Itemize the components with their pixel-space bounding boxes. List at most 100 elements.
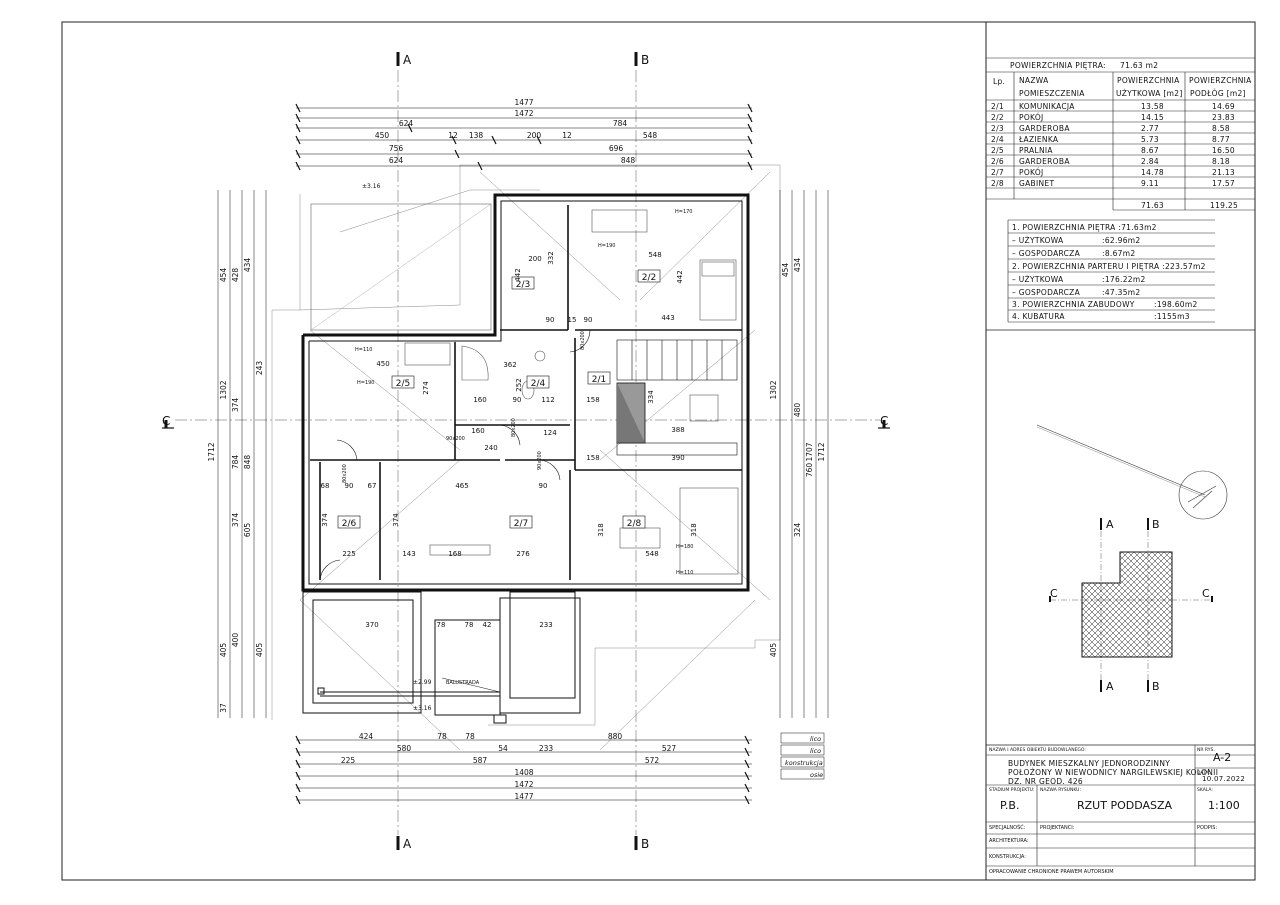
- dim-bottom-2: 78: [437, 732, 447, 741]
- row-lp: 2/1: [991, 102, 1004, 111]
- key-plan-c-left: C: [1050, 587, 1058, 600]
- dim-bottom-5: 580: [397, 744, 412, 753]
- dim-top-4: 784: [613, 119, 628, 128]
- dim-top-14: 848: [621, 156, 636, 165]
- row-floor: 21.13: [1212, 168, 1235, 177]
- row-usable: 14.78: [1141, 168, 1164, 177]
- inner-dim-29: 90: [539, 482, 548, 490]
- inner-dim-6: 443: [661, 314, 674, 322]
- object-line-3: DZ. NR GEOD. 426: [1008, 777, 1083, 786]
- summary-line: 1. POWIERZCHNIA PIĘTRA :71.63m2: [1012, 223, 1157, 232]
- construction-label: KONSTRUKCJA:: [989, 854, 1026, 860]
- summary-line: – UŻYTKOWA: [1012, 236, 1064, 245]
- height-label-4: H=190: [357, 380, 375, 386]
- dim-top-10: 548: [643, 131, 658, 140]
- inner-dim-41: 78: [465, 621, 474, 629]
- dim-left-10: 605: [243, 523, 252, 538]
- dim-top-9: 12: [562, 131, 572, 140]
- axis-label-a-bottom: A: [403, 837, 412, 851]
- dim-top-2: 1472: [514, 109, 533, 118]
- inner-dim-39: 370: [365, 621, 378, 629]
- inner-dim-26: 90: [345, 482, 354, 490]
- row-floor: 17.57: [1212, 179, 1235, 188]
- summary-line: – GOSPODARCZA: [1012, 288, 1081, 297]
- object-line-2: POŁOŻONY W NIEWODNICY NARGILEWSKIEJ KOLO…: [1008, 768, 1219, 777]
- dim-right-3: 1712: [817, 442, 826, 461]
- inner-dim-24: 390: [671, 454, 684, 462]
- key-plan-b-bottom: B: [1152, 680, 1160, 693]
- row-name: GARDEROBA: [1019, 157, 1070, 166]
- header-usable-2: UŻYTKOWA [m2]: [1116, 89, 1183, 98]
- dim-right-8: 324: [793, 523, 802, 538]
- key-plan: A B A B C C: [1049, 518, 1213, 693]
- dim-bottom-11: 572: [645, 756, 660, 765]
- inner-dim-19: 388: [671, 426, 684, 434]
- inner-dim-16: 112: [541, 396, 554, 404]
- height-label-1: H=170: [675, 209, 693, 215]
- summary-value: :198.60m2: [1154, 300, 1198, 309]
- row-floor: 8.58: [1212, 124, 1230, 133]
- dim-top-12: 696: [609, 144, 624, 153]
- inner-dim-20: 160: [471, 427, 484, 435]
- height-label-5: H=180: [676, 544, 694, 550]
- inner-dim-31: 374: [392, 513, 400, 527]
- door-label-2: 90x200: [446, 436, 465, 442]
- row-name: KOMUNIKACJA: [1019, 102, 1075, 111]
- room-2-5: 2/5: [396, 379, 410, 389]
- header-name-2: POMIESZCZENIA: [1019, 89, 1085, 98]
- door-label-3: 80x200: [511, 418, 517, 437]
- row-lp: 2/8: [991, 179, 1004, 188]
- inner-dim-43: 233: [539, 621, 552, 629]
- dim-left-5: 454: [219, 268, 228, 283]
- axis-label-b-bottom: B: [641, 837, 649, 851]
- specialty-label: SPECJALNOŚĆ:: [989, 825, 1026, 831]
- dim-left-15: 37: [219, 703, 228, 713]
- dim-bottom-1: 424: [359, 732, 374, 741]
- inner-dim-2: 332: [547, 251, 555, 264]
- row-usable: 5.73: [1141, 135, 1159, 144]
- dim-right-4: 454: [781, 263, 790, 278]
- total-usable: 71.63: [1141, 201, 1164, 210]
- dim-bottom-6: 54: [498, 744, 508, 753]
- row-lp: 2/7: [991, 168, 1004, 177]
- inner-dim-37: 276: [516, 550, 530, 558]
- dim-label-lico-2: lico: [810, 747, 821, 755]
- dim-right-5: 434: [793, 258, 802, 273]
- row-usable: 9.11: [1141, 179, 1159, 188]
- dim-label-lico-1: lico: [810, 735, 821, 743]
- signature-label: PODPIS:: [1197, 825, 1218, 831]
- door-label-1: 80x200: [342, 464, 348, 483]
- total-floor: 119.25: [1210, 201, 1239, 210]
- height-label-6: H=110: [676, 570, 694, 576]
- dim-label-konstrukcja: konstrukcja: [785, 759, 823, 767]
- row-floor: 14.69: [1212, 102, 1235, 111]
- summary-value: :1155m3: [1154, 312, 1190, 321]
- dim-left-8: 243: [255, 361, 264, 376]
- dim-left-7: 434: [243, 258, 252, 273]
- row-floor: 16.50: [1212, 146, 1235, 155]
- inner-dim-8: 15: [568, 316, 577, 324]
- floor-area-label: POWIERZCHNIA PIĘTRA:: [1010, 61, 1106, 70]
- drawing-label: NAZWA RYSUNKU:: [1040, 788, 1081, 793]
- row-name: GABINET: [1019, 179, 1055, 188]
- summary-value: :176.22m2: [1102, 275, 1146, 284]
- dim-right-6: 480: [793, 403, 802, 418]
- row-name: ŁAZIENKA: [1019, 135, 1059, 144]
- axis-label-b-top: B: [641, 53, 649, 67]
- inner-dim-11: 252: [515, 378, 523, 391]
- inner-dim-35: 143: [402, 550, 415, 558]
- dim-bottom-7: 233: [539, 744, 554, 753]
- summary-value: :8.67m2: [1102, 249, 1136, 258]
- dim-bottom-8: 527: [662, 744, 677, 753]
- designer-label: PROJEKTANCI:: [1040, 825, 1075, 831]
- dim-top-6: 12: [448, 131, 458, 140]
- inner-dim-33: 318: [690, 523, 698, 536]
- inner-dim-14: 160: [473, 396, 486, 404]
- key-plan-a-top: A: [1106, 518, 1114, 531]
- dim-bottom-10: 587: [473, 756, 488, 765]
- dim-top-11: 756: [389, 144, 404, 153]
- row-usable: 2.84: [1141, 157, 1159, 166]
- row-lp: 2/5: [991, 146, 1004, 155]
- copyright: OPRACOWANIE CHRONIONE PRAWEM AUTORSKIM: [989, 869, 1114, 875]
